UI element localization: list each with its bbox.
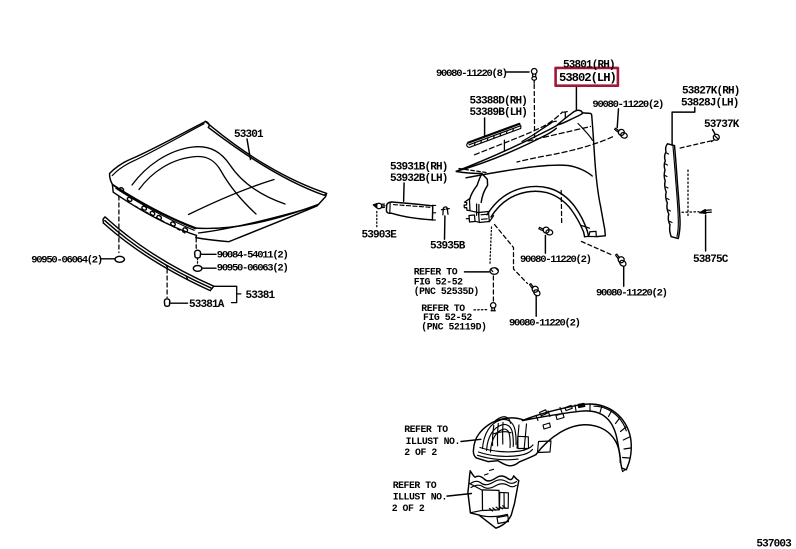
svg-text:(PNC 52535D): (PNC 52535D) — [414, 286, 479, 297]
svg-text:53828J(LH): 53828J(LH) — [681, 97, 739, 109]
svg-text:53737K: 53737K — [704, 119, 740, 131]
svg-text:53388D(RH): 53388D(RH) — [470, 95, 528, 107]
svg-text:53935B: 53935B — [430, 240, 466, 252]
svg-text:2 OF 2: 2 OF 2 — [404, 447, 437, 458]
svg-text:90080-11220(8): 90080-11220(8) — [436, 68, 507, 80]
svg-text:90950-06064(2): 90950-06064(2) — [31, 255, 102, 267]
svg-text:REFER TO: REFER TO — [414, 266, 458, 277]
svg-text:FIG 52-52: FIG 52-52 — [423, 312, 472, 323]
svg-text:537003: 537003 — [756, 538, 792, 549]
svg-text:90080-11220(2): 90080-11220(2) — [509, 317, 580, 329]
svg-text:(PNC 52119D): (PNC 52119D) — [421, 321, 486, 332]
svg-text:53381A: 53381A — [189, 299, 225, 311]
svg-text:REFER TO: REFER TO — [404, 424, 448, 435]
svg-text:REFER TO: REFER TO — [393, 480, 437, 491]
svg-text:53875C: 53875C — [693, 254, 729, 266]
svg-text:53932B(LH): 53932B(LH) — [390, 173, 448, 185]
svg-text:53381: 53381 — [246, 290, 276, 302]
svg-text:90080-11220(2): 90080-11220(2) — [596, 287, 667, 299]
svg-text:2 OF 2: 2 OF 2 — [392, 503, 425, 514]
svg-text:53389B(LH): 53389B(LH) — [470, 107, 528, 119]
svg-text:FIG 52-52: FIG 52-52 — [414, 277, 463, 288]
svg-text:53827K(RH): 53827K(RH) — [682, 86, 740, 98]
svg-text:90950-06063(2): 90950-06063(2) — [217, 263, 288, 275]
svg-text:90084-54011(2): 90084-54011(2) — [217, 250, 288, 262]
svg-text:90080-11220(2): 90080-11220(2) — [520, 254, 591, 266]
svg-text:53903E: 53903E — [362, 230, 398, 242]
svg-text:ILLUST NO.: ILLUST NO. — [406, 436, 460, 447]
svg-text:53802(LH): 53802(LH) — [559, 71, 616, 85]
svg-text:ILLUST NO.: ILLUST NO. — [393, 491, 447, 502]
svg-text:53301: 53301 — [234, 129, 264, 141]
svg-text:90080-11220(2): 90080-11220(2) — [592, 99, 663, 111]
svg-text:REFER TO: REFER TO — [421, 303, 465, 314]
svg-text:53931B(RH): 53931B(RH) — [390, 162, 448, 174]
svg-text:53801(RH): 53801(RH) — [563, 59, 615, 71]
